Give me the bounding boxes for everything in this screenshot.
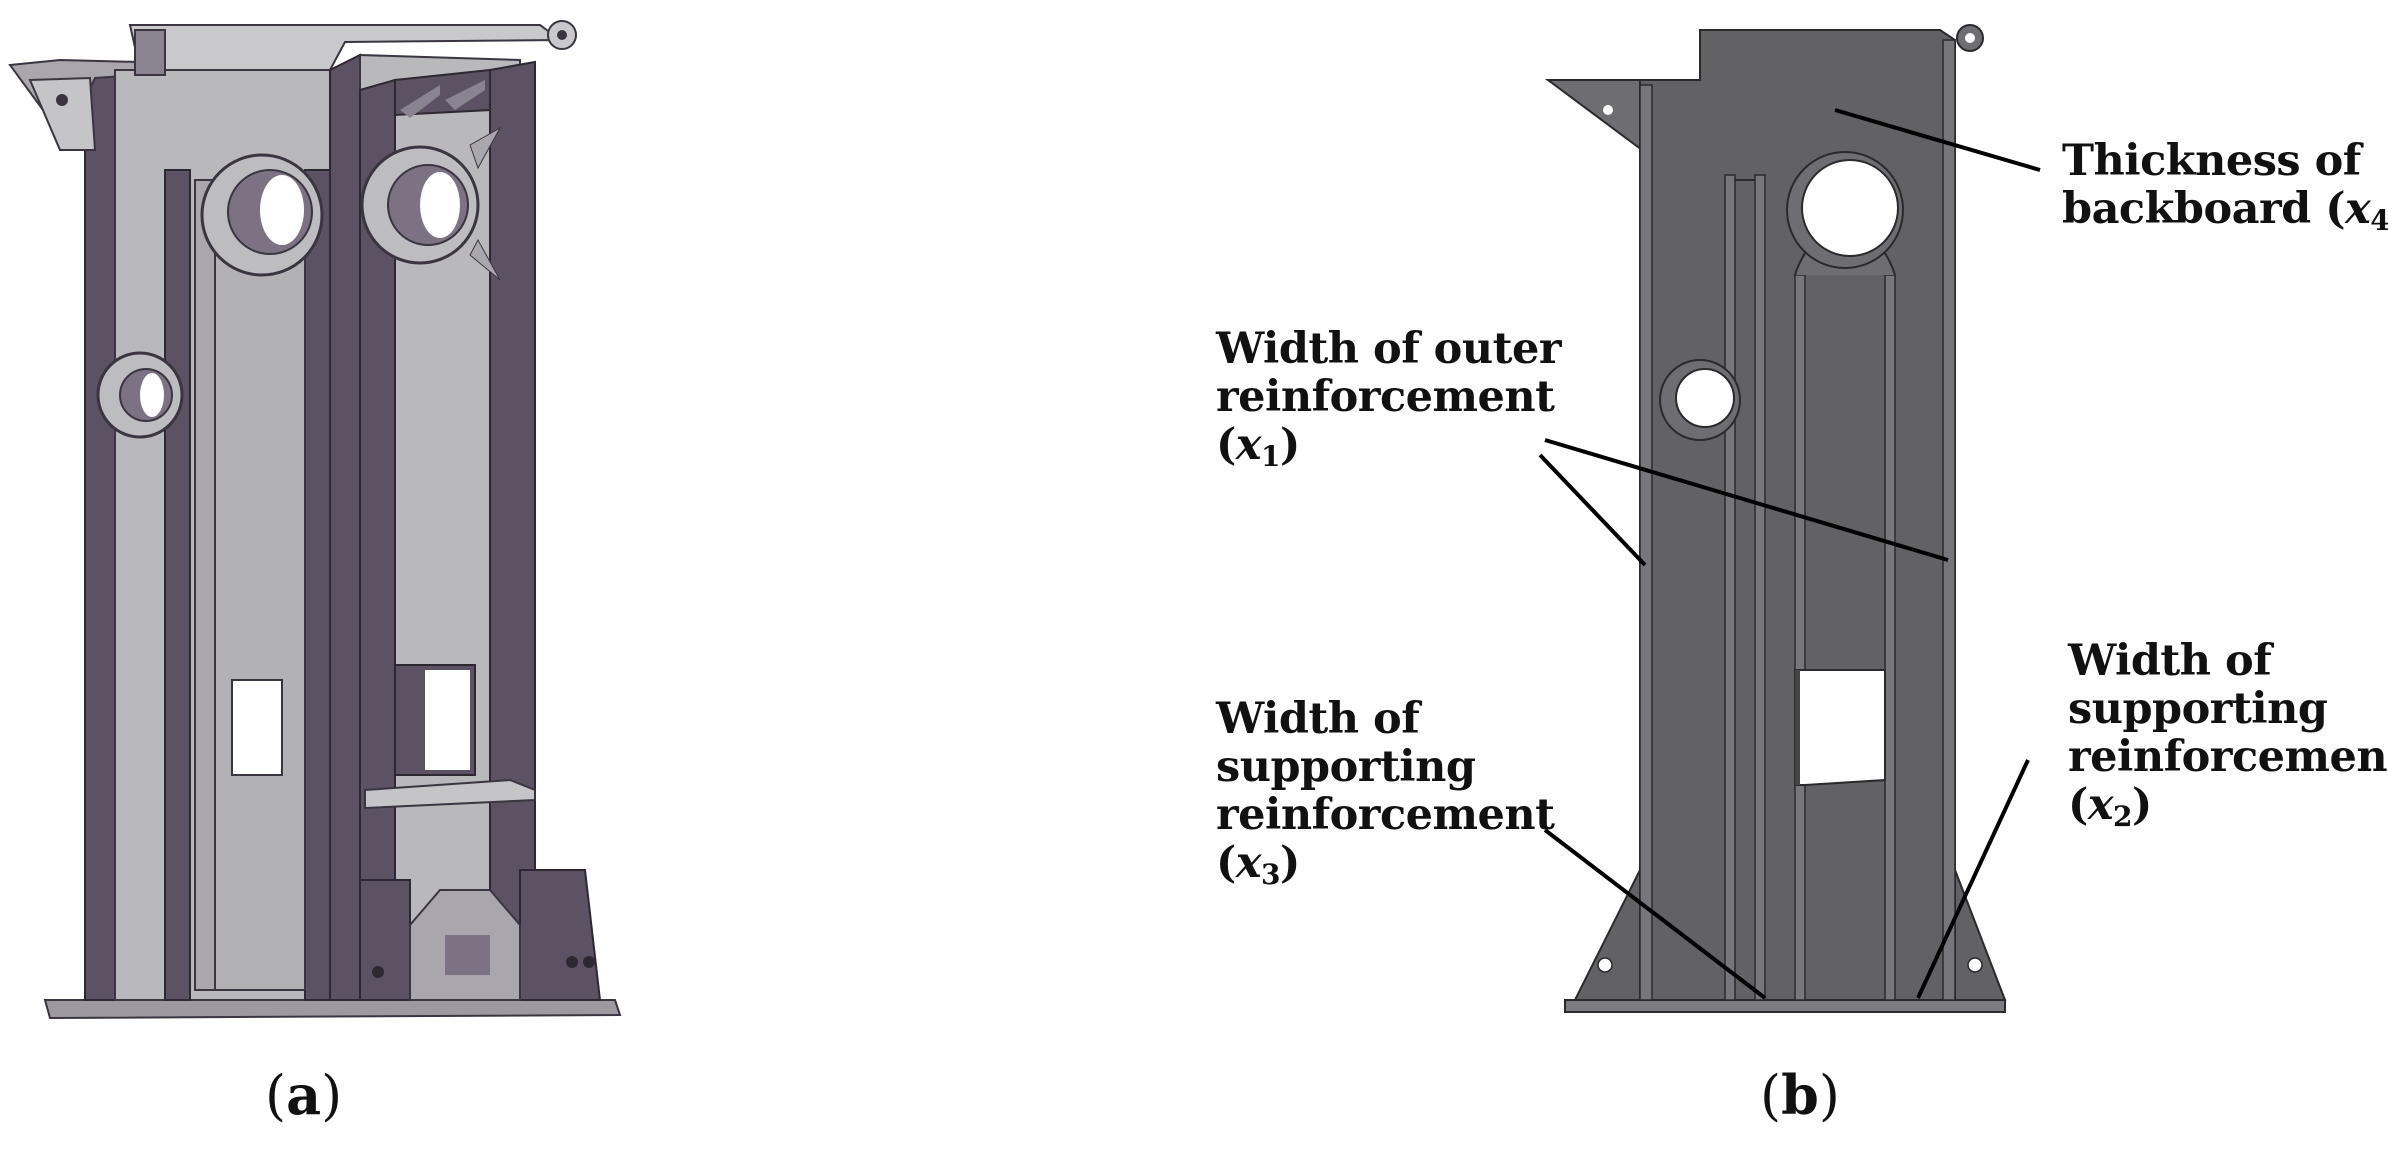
leader-backboard (1834, 108, 2041, 172)
column-base-plate (43, 999, 622, 1020)
left-outer-wall (84, 69, 116, 1001)
label-backboard-line1: Thickness of (2062, 136, 2361, 186)
rear-gusset-hole-right (1967, 957, 1983, 973)
label-support-right-line2: supporting (2068, 684, 2328, 734)
side-bore-through (140, 373, 164, 417)
left-window (231, 679, 283, 776)
caption-panel-b: (b) (1760, 1063, 1840, 1127)
right-window-opening (425, 670, 470, 770)
label-support-left-line1: Width of (1216, 694, 1420, 744)
top-step (134, 29, 166, 76)
base-bolt-right (566, 956, 578, 968)
label-outer-line1: Width of outer (1216, 324, 1562, 374)
label-outer-reinforcement: Width of outer reinforcement (x1) (1216, 324, 1562, 473)
support-rib-2 (1754, 174, 1766, 1001)
label-supporting-reinforcement-x3: Width of supporting reinforcement (x3) (1216, 694, 1555, 891)
label-support-left-line4: (x3) (1216, 838, 1300, 891)
right-bore-through (420, 172, 460, 238)
support-rib-3 (1794, 274, 1806, 1001)
rear-side-bore-hole (1675, 368, 1735, 428)
rear-top-bore-hole (1801, 159, 1899, 257)
flange-gusset (28, 76, 97, 151)
label-outer-line2: reinforcement (1216, 372, 1555, 422)
right-box-frame-right (489, 60, 536, 1001)
inner-rib-right (304, 169, 331, 1001)
leader-support-left (1543, 828, 1767, 1000)
label-supporting-reinforcement-x2: Width of supporting reinforcement (x2) (2068, 636, 2388, 833)
rear-window-shade (1795, 670, 1800, 785)
top-bore-through (260, 175, 304, 245)
rear-flange-hole (1603, 105, 1613, 115)
flange-bolt-hole (56, 94, 68, 106)
top-gusset-2 (445, 80, 485, 110)
leader-outer-left (1538, 453, 1647, 567)
outer-rib-left (1639, 84, 1653, 1001)
label-backboard-thickness: Thickness of backboard (x4) (2062, 136, 2388, 237)
right-front-frame (329, 53, 361, 1001)
leader-support-right (1916, 759, 2030, 999)
inner-rib-mid (194, 179, 216, 991)
support-rib-1 (1724, 174, 1736, 1001)
base-arch-cutout (445, 935, 490, 975)
base-bolt-left (372, 966, 384, 978)
rear-window (1794, 669, 1886, 786)
panel-b-backboard-view (1544, 24, 2007, 1013)
caption-panel-a: (a) (265, 1063, 343, 1127)
top-gusset-1 (400, 85, 440, 118)
label-support-right-line1: Width of (2068, 636, 2272, 686)
right-bore-fin-bottom (469, 238, 501, 281)
inner-rib-left (164, 169, 191, 1001)
right-bore-fin-top (469, 126, 502, 170)
rear-gusset-left (1573, 869, 1641, 1001)
lifting-lug-hole (557, 30, 567, 40)
label-support-left-line2: supporting (1216, 742, 1476, 792)
rear-lifting-lug-hole (1965, 33, 1975, 43)
label-support-left-line3: reinforcement (1216, 790, 1555, 840)
label-backboard-line2: backboard (x4) (2062, 184, 2388, 237)
label-support-right-line3: reinforcement (2068, 732, 2388, 782)
support-rib-4 (1884, 274, 1896, 1001)
leader-lines (1538, 108, 2041, 1000)
leader-outer-right (1544, 438, 1949, 562)
right-bottom-plate (364, 778, 536, 810)
inner-channel (214, 229, 306, 991)
outer-rib-right (1942, 39, 1956, 1001)
rear-gusset-right (1954, 869, 2007, 1001)
base-support-left (359, 879, 411, 1001)
rear-base-plate (1564, 999, 2006, 1013)
base-bolt-far (583, 956, 595, 968)
panel-a-isometric-column (8, 20, 622, 1020)
label-support-right-line4: (x2) (2068, 780, 2152, 833)
rear-gusset-hole-left (1597, 957, 1613, 973)
label-outer-line3: (x1) (1216, 420, 1300, 473)
base-support-right (519, 869, 602, 1001)
